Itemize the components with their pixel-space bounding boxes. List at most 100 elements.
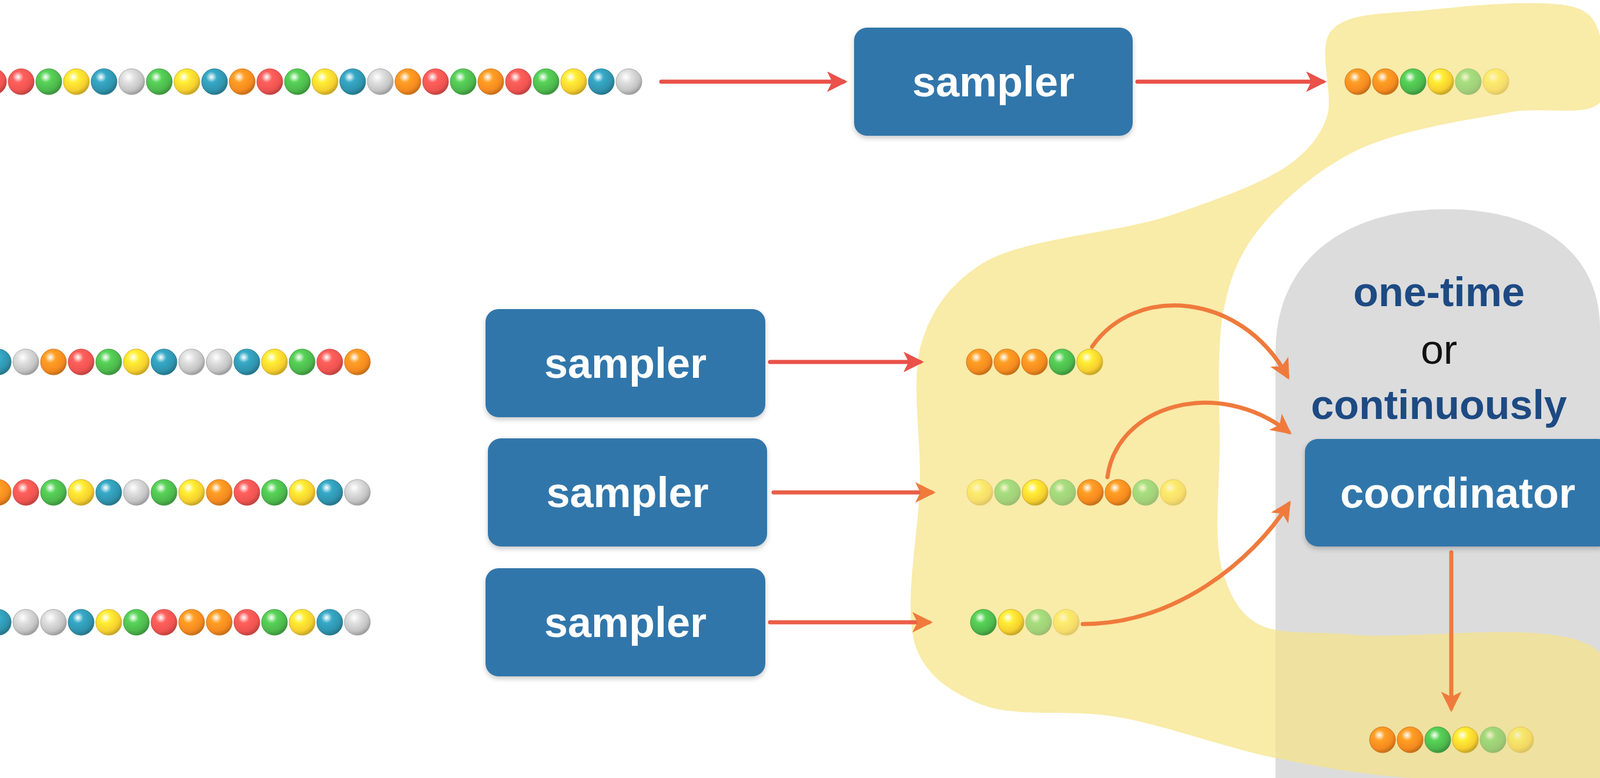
data-ball — [95, 609, 122, 636]
input-stream — [0, 609, 371, 636]
data-ball — [0, 609, 12, 636]
input-stream — [0, 68, 642, 95]
data-ball — [0, 68, 7, 95]
data-ball — [40, 479, 67, 506]
data-ball — [151, 479, 177, 506]
data-ball — [146, 68, 173, 95]
data-ball — [616, 68, 642, 95]
data-ball — [1049, 479, 1076, 506]
data-ball — [0, 479, 12, 506]
data-ball — [151, 349, 177, 376]
data-ball — [178, 479, 205, 506]
data-ball — [344, 349, 371, 376]
box-label: sampler — [912, 60, 1075, 103]
data-ball — [123, 479, 150, 506]
data-ball — [993, 349, 1020, 376]
data-ball — [289, 349, 316, 376]
data-ball — [1105, 479, 1131, 506]
sampler-box: sampler — [487, 438, 768, 547]
data-ball — [560, 68, 587, 95]
data-ball — [261, 609, 288, 636]
data-ball — [450, 68, 477, 95]
data-ball — [994, 479, 1021, 506]
box-label: sampler — [544, 342, 707, 385]
data-ball — [8, 68, 35, 95]
data-ball — [970, 609, 997, 636]
sampler-box: sampler — [854, 27, 1133, 136]
data-ball — [12, 349, 39, 376]
data-ball — [40, 349, 67, 376]
flow-arrow — [770, 360, 920, 365]
data-ball — [151, 609, 177, 636]
data-ball — [284, 68, 311, 95]
data-ball — [35, 68, 62, 95]
data-ball — [1021, 349, 1048, 376]
data-ball — [344, 609, 371, 636]
sample-set — [966, 349, 1103, 376]
data-ball — [505, 68, 532, 95]
data-ball — [68, 349, 95, 376]
input-stream — [0, 479, 371, 506]
data-ball — [1369, 727, 1396, 753]
mode-label: or — [1420, 329, 1458, 371]
data-ball — [998, 609, 1024, 636]
data-ball — [1507, 727, 1534, 753]
sample-set — [1369, 727, 1534, 753]
data-ball — [1025, 609, 1052, 636]
data-ball — [123, 349, 150, 376]
mode-label: continuously — [1310, 384, 1568, 426]
box-label: coordinator — [1340, 472, 1576, 515]
data-ball — [206, 479, 233, 506]
data-ball — [256, 68, 283, 95]
data-ball — [289, 609, 316, 636]
data-ball — [533, 68, 560, 95]
data-ball — [63, 68, 90, 95]
data-ball — [173, 68, 200, 95]
flow-arrow — [1449, 552, 1454, 709]
data-ball — [966, 349, 993, 376]
data-ball — [1160, 479, 1187, 506]
data-ball — [289, 479, 316, 506]
data-ball — [1022, 479, 1049, 506]
data-ball — [1076, 349, 1103, 376]
data-ball — [367, 68, 394, 95]
flow-arrow — [1137, 79, 1323, 85]
data-ball — [1397, 727, 1424, 753]
data-ball — [344, 479, 371, 506]
data-ball — [123, 609, 150, 636]
data-ball — [1132, 479, 1159, 506]
data-ball — [395, 68, 421, 95]
data-ball — [229, 68, 256, 95]
data-ball — [1077, 479, 1104, 506]
sample-set — [1344, 68, 1509, 95]
data-ball — [178, 609, 205, 636]
data-ball — [316, 479, 343, 506]
data-ball — [118, 68, 145, 95]
data-ball — [12, 609, 39, 636]
data-ball — [261, 349, 288, 376]
data-ball — [966, 479, 993, 506]
flow-arrow — [1092, 305, 1288, 377]
data-ball — [178, 349, 205, 376]
data-ball — [1400, 68, 1427, 95]
data-ball — [95, 349, 122, 376]
data-ball — [1480, 727, 1506, 753]
data-ball — [1455, 68, 1482, 95]
flow-arrow — [1107, 402, 1289, 478]
data-ball — [422, 68, 449, 95]
data-ball — [1049, 349, 1076, 376]
data-ball — [201, 68, 228, 95]
data-ball — [1452, 727, 1479, 753]
data-ball — [316, 609, 343, 636]
data-ball — [206, 609, 233, 636]
flow-arrow — [770, 620, 929, 625]
data-ball — [233, 349, 260, 376]
data-ball — [68, 479, 95, 506]
sampler-box: sampler — [485, 568, 766, 677]
data-ball — [1053, 609, 1080, 636]
data-ball — [95, 479, 122, 506]
coordinator-box: coordinator — [1304, 439, 1600, 547]
box-label: sampler — [544, 601, 707, 644]
data-ball — [312, 68, 338, 95]
